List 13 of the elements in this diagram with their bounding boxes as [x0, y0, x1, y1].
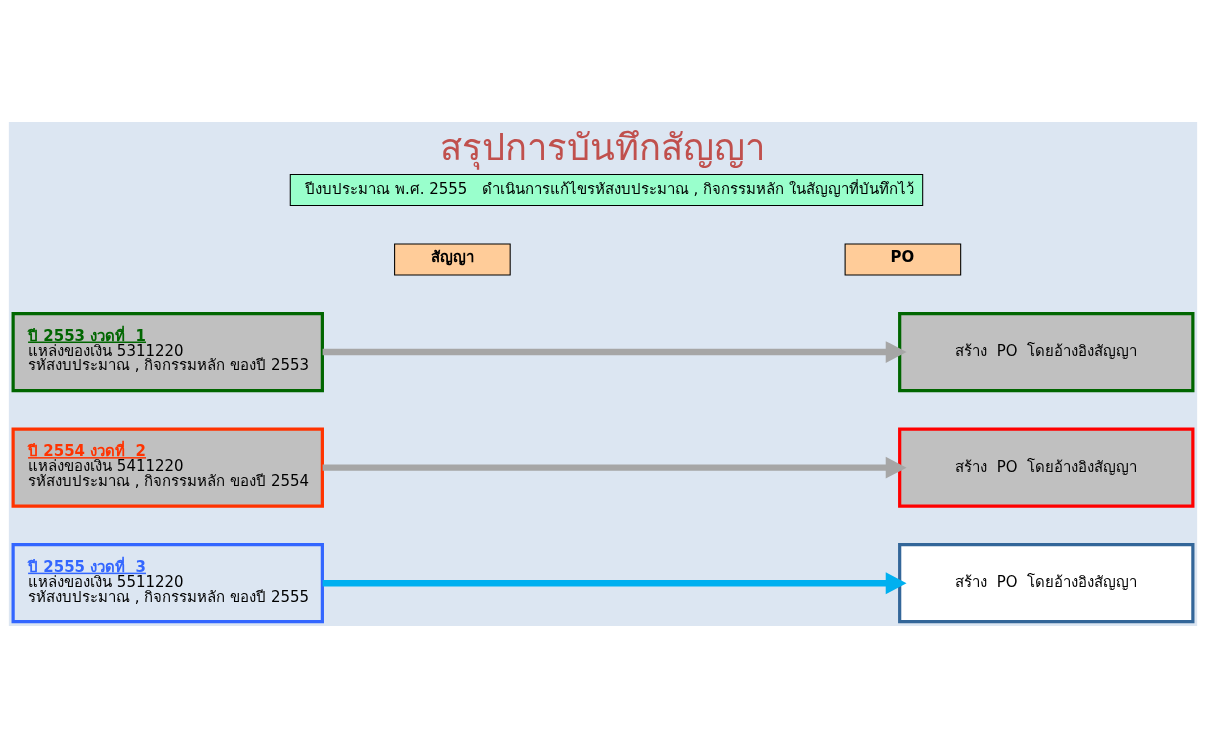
- node-box: ปี 2553 งวดที่ 1 แหล่งของเงิน 5311220 รหัสงบประมาณ , กิจกรรมหลัก ของปี 2553: [11, 311, 324, 392]
- arrow: [322, 340, 907, 363]
- node-box: สร้าง PO โดยอ้างอิงสัญญา: [898, 311, 1195, 392]
- diagram-title: สรุปการบันทึกสัญญา: [440, 125, 766, 169]
- node-box: ปี 2555 งวดที่ 3 แหล่งของเงิน 5511220 รหัสงบประมาณ , กิจกรรมหลัก ของปี 2555: [11, 542, 324, 623]
- arrow: [322, 456, 907, 479]
- node-box: สร้าง PO โดยอ้างอิงสัญญา: [898, 542, 1195, 623]
- node-box: สัญญา: [394, 242, 511, 276]
- node-box: PO: [844, 242, 962, 276]
- node-box: สร้าง PO โดยอ้างอิงสัญญา: [898, 427, 1195, 508]
- arrow: [322, 571, 907, 594]
- node-box: ปี 2554 งวดที่ 2 แหล่งของเงิน 5411220 รหัสงบประมาณ , กิจกรรมหลัก ของปี 2554: [11, 427, 324, 508]
- node-box: ปีงบประมาณ พ.ศ. 2555 ดำเนินการแก้ไขรหัสงบประมาณ , กิจกรรมหลัก ในสัญญาที่บันทึกไว้: [289, 173, 924, 206]
